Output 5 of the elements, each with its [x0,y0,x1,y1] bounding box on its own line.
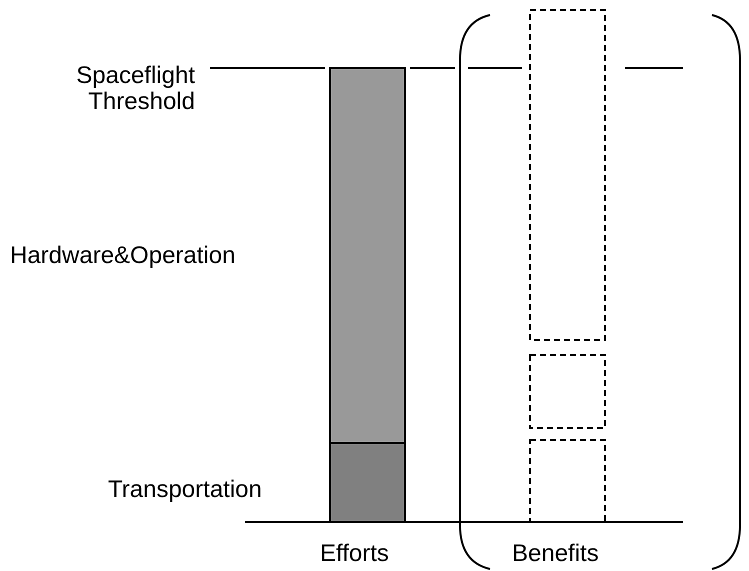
bar-label: Transportation [108,477,262,503]
threshold-label: Spaceflight Threshold [75,63,195,115]
bar-label: Hardware&Operation [10,243,236,269]
axis-label: Benefits [512,541,599,567]
axis-label: Efforts [320,541,389,567]
